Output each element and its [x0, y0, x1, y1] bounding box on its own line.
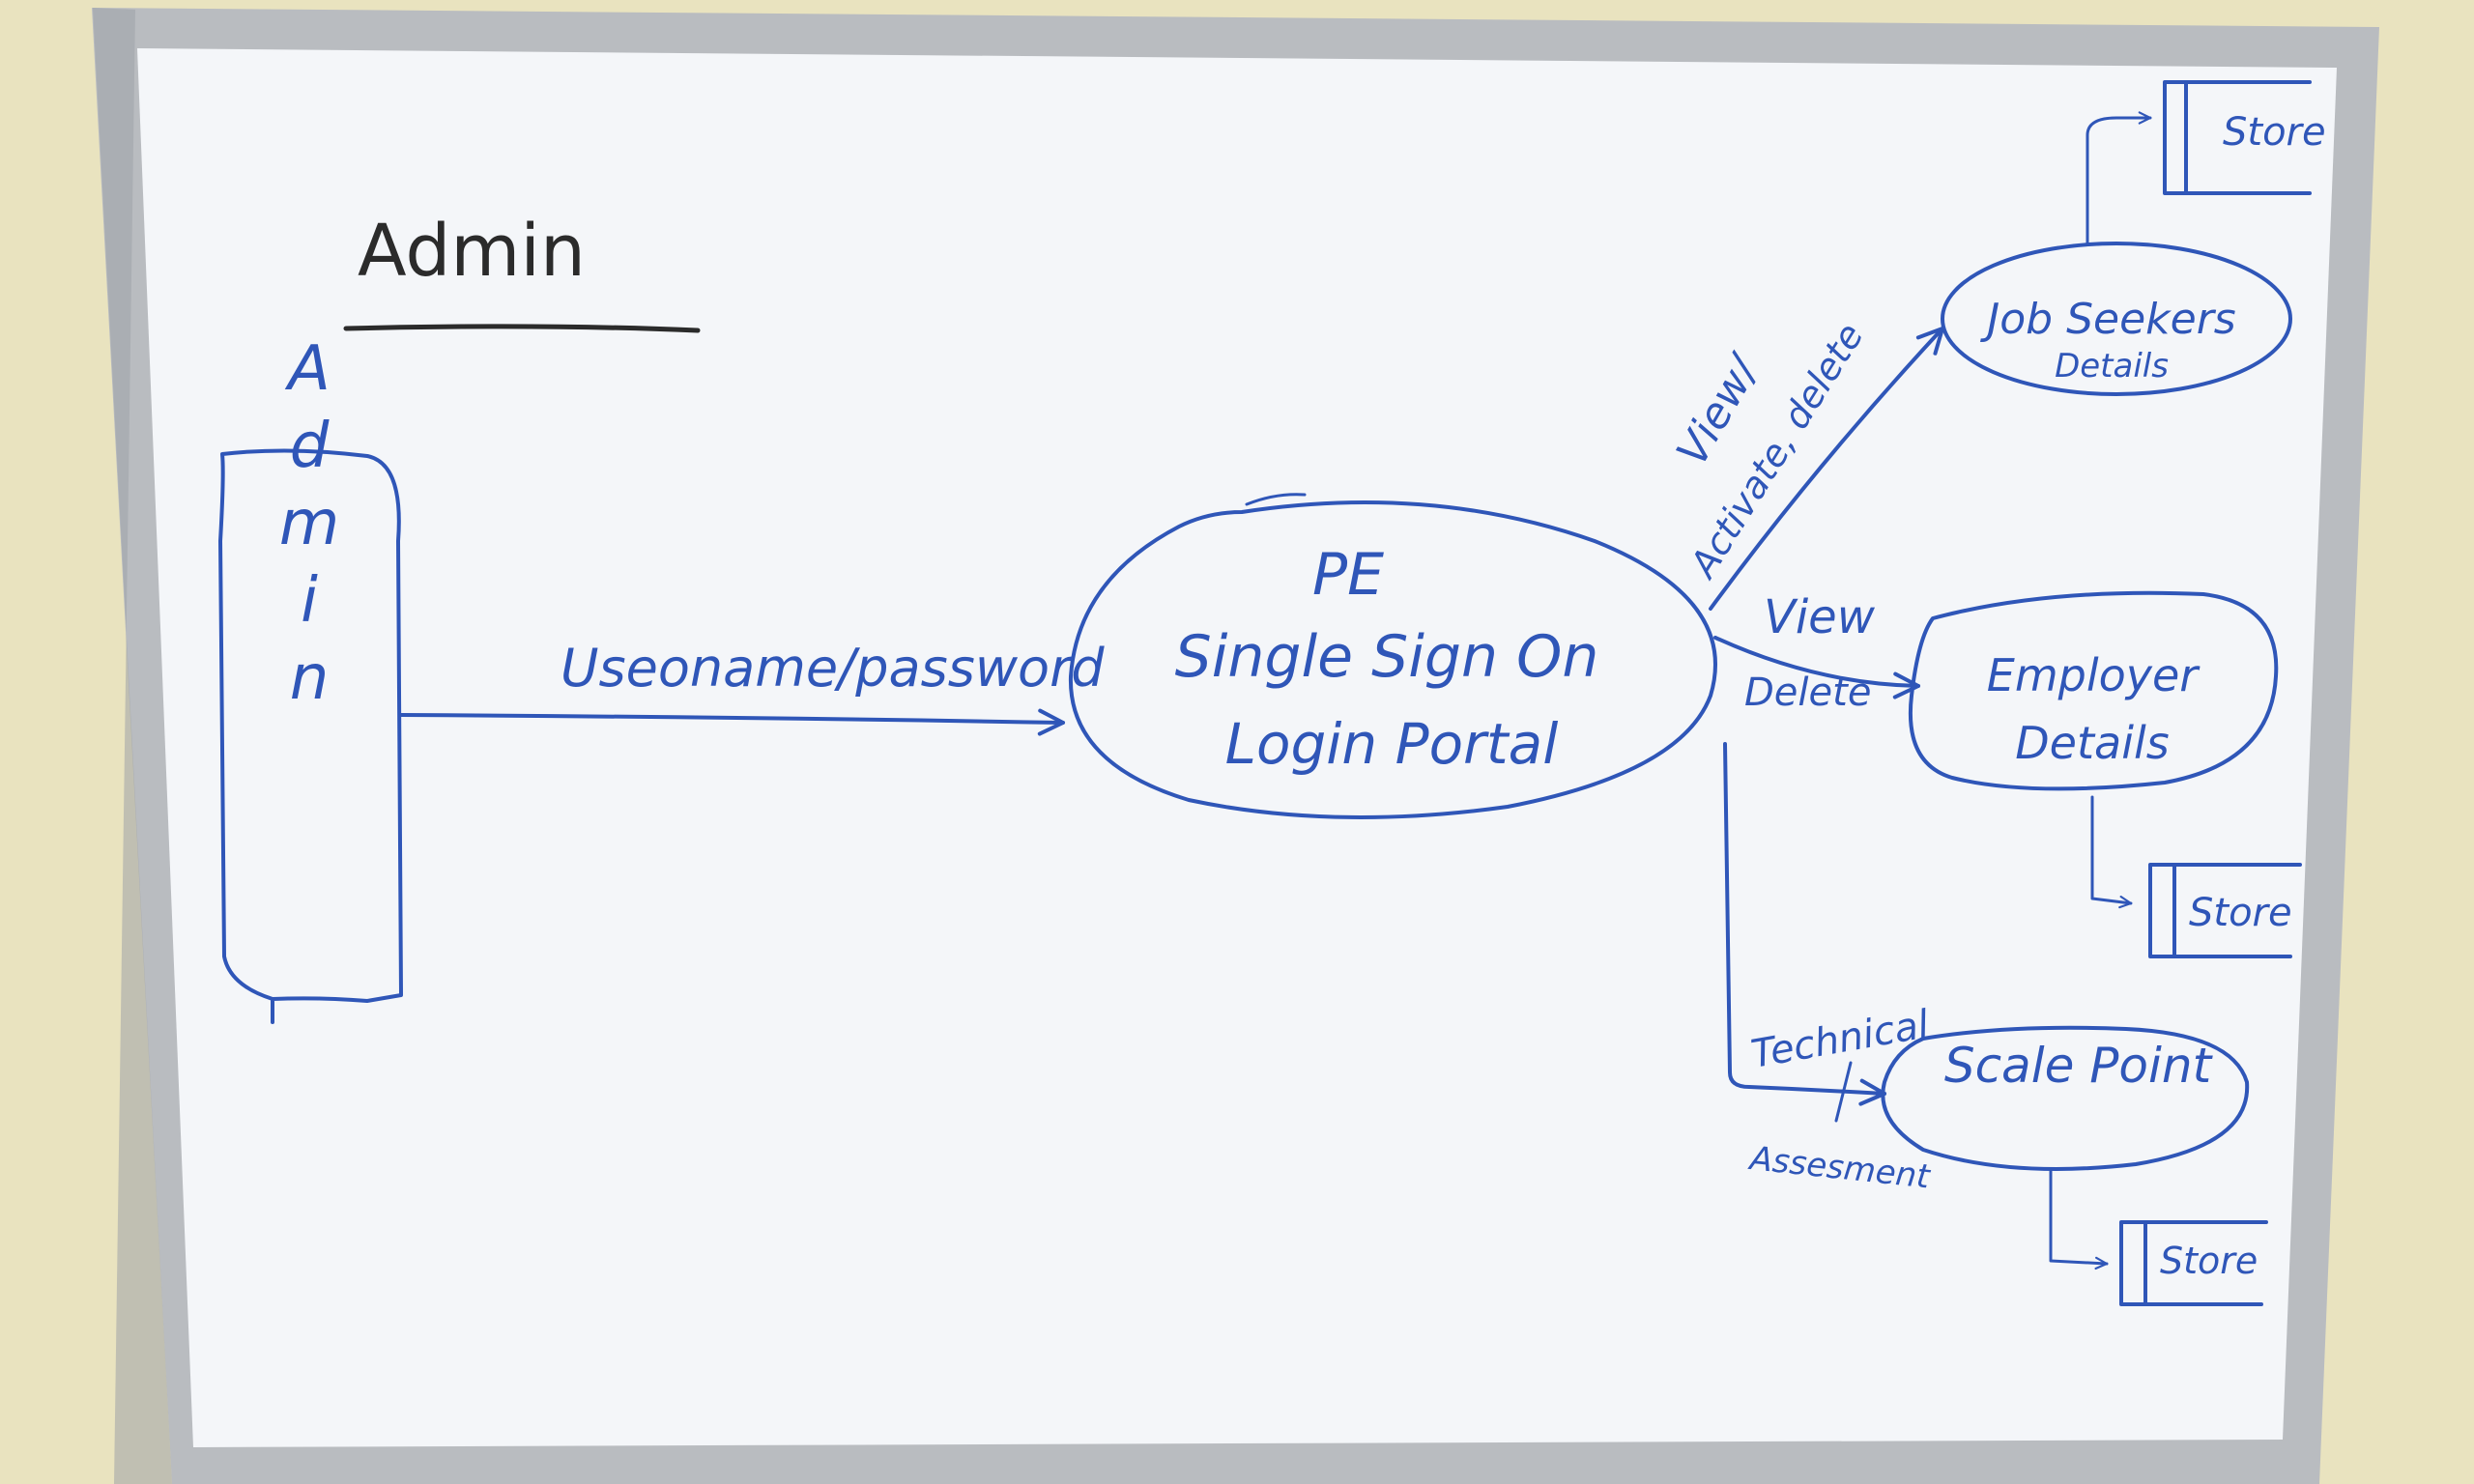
admin-actor-box [218, 448, 403, 1024]
sso-portal-line1: PE [1312, 541, 1384, 609]
scale-point-ellipse [1881, 1025, 2250, 1171]
scale-point-label: Scale Point [1944, 1038, 2214, 1094]
sso-portal-line2: Single Sign On [1175, 623, 1599, 691]
job-seekers-store-label: Store [2223, 110, 2326, 155]
sso-portal-ellipse-stroke [1245, 493, 1307, 506]
board-title: Admin [343, 210, 701, 333]
sso-portal-ellipse [1068, 500, 1717, 819]
employer-store-shape [2148, 863, 2302, 958]
employer-flow-label-1: View [1764, 590, 1876, 644]
job-seekers-store-arrow [2086, 111, 2152, 245]
whiteboard-surface [137, 48, 2337, 1447]
admin-actor-label: Admin [273, 333, 345, 720]
job-seekers-line2: Details [2055, 347, 2169, 385]
job-seekers-ellipse [1941, 242, 2292, 396]
login-flow-label: Useoname/password [561, 638, 1105, 699]
admin-actor: Admin [218, 333, 403, 1024]
employer-store-arrow [2090, 795, 2133, 909]
employer-store: Store [2148, 863, 2302, 958]
employer-line1: Employer [1987, 649, 2201, 701]
employer-ellipse [1909, 590, 2279, 791]
employer-store-label: Store [2189, 891, 2292, 935]
scale-point-store-shape [2119, 1220, 2268, 1306]
employer-flow-arrow [1713, 636, 1920, 699]
employer-flow-label-2: Delete [1744, 671, 1871, 715]
scale-point-flow-arrow [1723, 742, 1886, 1106]
sso-portal-process: PE Single Sign On Login Portal [1068, 493, 1717, 819]
job-seekers-flow-arrow [1709, 327, 1944, 611]
login-flow: Useoname/password [399, 638, 1105, 736]
scale-point-store: Store [2119, 1220, 2268, 1306]
scale-point-flow-tick [1834, 1061, 1853, 1123]
sso-portal-line3: Login Portal [1225, 711, 1559, 777]
board-title-text: Admin [358, 210, 586, 293]
employer-line2: Details [2015, 717, 2169, 769]
job-seekers-store: Store [2163, 80, 2326, 195]
employer-branch: View Delete Employer Details Store [1713, 590, 2302, 958]
scale-point-store-label: Store [2160, 1240, 2258, 1282]
job-seekers-line1: Job Seekers [1979, 295, 2235, 344]
title-underline [343, 324, 701, 333]
login-flow-arrow [399, 708, 1065, 736]
scale-point-store-arrow [2049, 1167, 2109, 1270]
job-seekers-store-shape [2163, 80, 2312, 195]
